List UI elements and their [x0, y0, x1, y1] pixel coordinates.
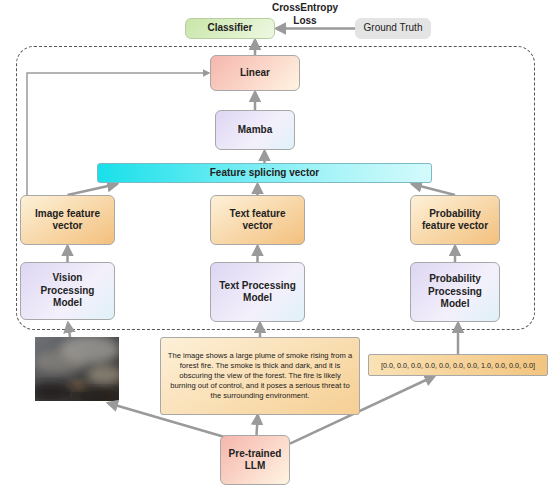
mamba-box: Mamba — [215, 110, 295, 150]
node-text: Ground Truth — [364, 22, 423, 35]
flow-arrow — [256, 184, 259, 195]
probability-vector-box: [0.0, 0.0, 0.0, 0.0, 0.0, 0.0, 0.0, 1.0,… — [368, 354, 548, 376]
feature-box: Probability feature vector — [410, 195, 500, 245]
node-text: Image feature vector — [25, 208, 110, 233]
node-text: The image shows a large plume of smoke r… — [167, 351, 353, 400]
flow-arrow — [254, 92, 257, 110]
model-box: Text Processing Model — [210, 262, 305, 322]
flow-arrow — [276, 27, 355, 30]
llm-box: Pre-trained LLM — [220, 435, 290, 485]
model-box: Vision Processing Model — [20, 262, 115, 320]
node-text: Linear — [240, 67, 270, 80]
node-text: Text feature vector — [215, 208, 300, 233]
feature-box: Image feature vector — [20, 195, 115, 245]
feature-box: Text feature vector — [210, 195, 305, 245]
node-text: Feature splicing vector — [210, 167, 319, 180]
node-text: Text Processing Model — [215, 280, 300, 305]
flow-arrow — [457, 323, 460, 354]
node-text: Classifier — [207, 22, 252, 35]
flow-arrow — [257, 415, 258, 435]
splicing-bar: Feature splicing vector — [97, 163, 432, 183]
flow-arrow — [256, 246, 259, 262]
node-text: Probability Processing Model — [415, 273, 495, 311]
flow-arrow — [259, 323, 262, 337]
node-text: Pre-trained LLM — [225, 448, 285, 473]
node-text: [0.0, 0.0, 0.0, 0.0, 0.0, 0.0, 0.0, 1.0,… — [381, 361, 535, 370]
loss-label: CrossEntropy Loss — [262, 1, 348, 27]
ground-truth-box: Ground Truth — [355, 18, 431, 39]
node-text: Vision Processing Model — [25, 272, 110, 310]
image-to-vision-arrow — [68, 323, 70, 337]
flow-arrow — [412, 184, 455, 195]
classifier-box: Classifier — [185, 18, 275, 39]
flow-arrow — [254, 40, 257, 55]
node-text: Probability feature vector — [415, 208, 495, 233]
description-box: The image shows a large plume of smoke r… — [160, 337, 360, 415]
flow-arrow — [263, 151, 266, 163]
model-box: Probability Processing Model — [410, 262, 500, 322]
node-text: Mamba — [238, 124, 272, 137]
flow-arrow — [454, 246, 457, 262]
linear-box: Linear — [210, 55, 300, 91]
flow-arrow — [68, 184, 118, 195]
smoke-photo — [35, 337, 119, 401]
flow-arrow — [66, 246, 69, 262]
